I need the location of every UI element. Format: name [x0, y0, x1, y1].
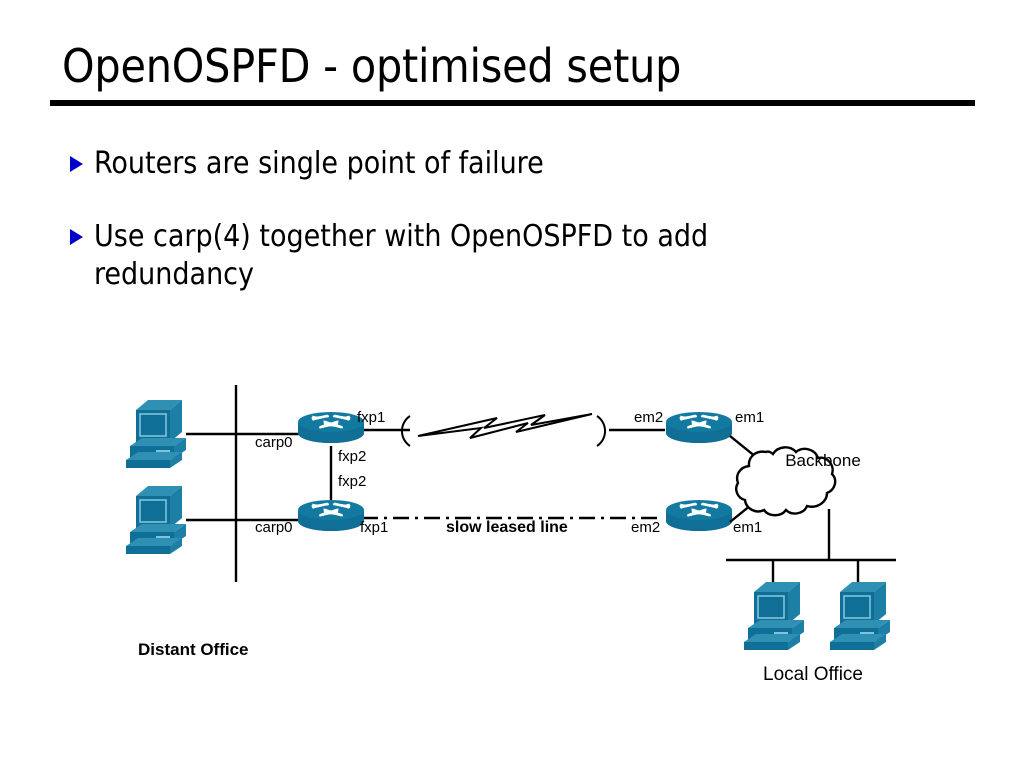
bullet-item-1-label: Routers are single point of failure: [94, 146, 544, 181]
label-carp0-bottom: carp0: [255, 519, 293, 536]
wan-left-arc: [401, 415, 411, 447]
workstation-icon: [743, 581, 805, 651]
workstation-icon: [829, 581, 891, 651]
label-local-office: Local Office: [763, 664, 863, 685]
wan-right-arc: [596, 415, 606, 447]
triangle-bullet-icon: [70, 228, 83, 245]
bullet-list: Routers are single point of failure Use …: [70, 145, 950, 329]
cloud-icon: Backbone: [735, 446, 861, 517]
lightning-bolt-icon: [417, 413, 593, 439]
label-em2-top: em2: [634, 409, 663, 426]
title-divider: [50, 100, 975, 106]
page-title: OpenOSPFD - optimised setup: [62, 39, 682, 93]
workstation-icon: [125, 485, 187, 555]
label-distant-office: Distant Office: [138, 640, 249, 659]
router-icon: [664, 498, 734, 533]
label-em2-bottom: em2: [631, 519, 660, 536]
label-em1-top: em1: [735, 409, 764, 426]
bullet-item-2-label: Use carp(4) together with OpenOSPFD to a…: [94, 218, 709, 293]
triangle-bullet-icon: [70, 156, 83, 172]
label-fxp2-bottom: fxp2: [338, 473, 366, 490]
label-fxp1-top: fxp1: [357, 409, 385, 426]
bullet-item-1: Routers are single point of failure: [70, 145, 950, 184]
router-icon: [296, 410, 366, 445]
network-topology-diagram: Backbone carp0 fxp1 fxp2 fxp2 carp0 fxp1…: [0, 360, 1024, 700]
label-carp0-top: carp0: [255, 434, 293, 451]
cloud-label: Backbone: [785, 451, 861, 470]
label-fxp2-top: fxp2: [338, 448, 366, 465]
bullet-item-2: Use carp(4) together with OpenOSPFD to a…: [70, 218, 950, 295]
router-icon: [296, 498, 366, 533]
label-fxp1-bottom: fxp1: [360, 519, 388, 536]
label-em1-bottom: em1: [733, 519, 762, 536]
workstation-icon: [125, 399, 187, 469]
label-slow-leased-line: slow leased line: [446, 519, 568, 536]
router-icon: [664, 410, 734, 445]
